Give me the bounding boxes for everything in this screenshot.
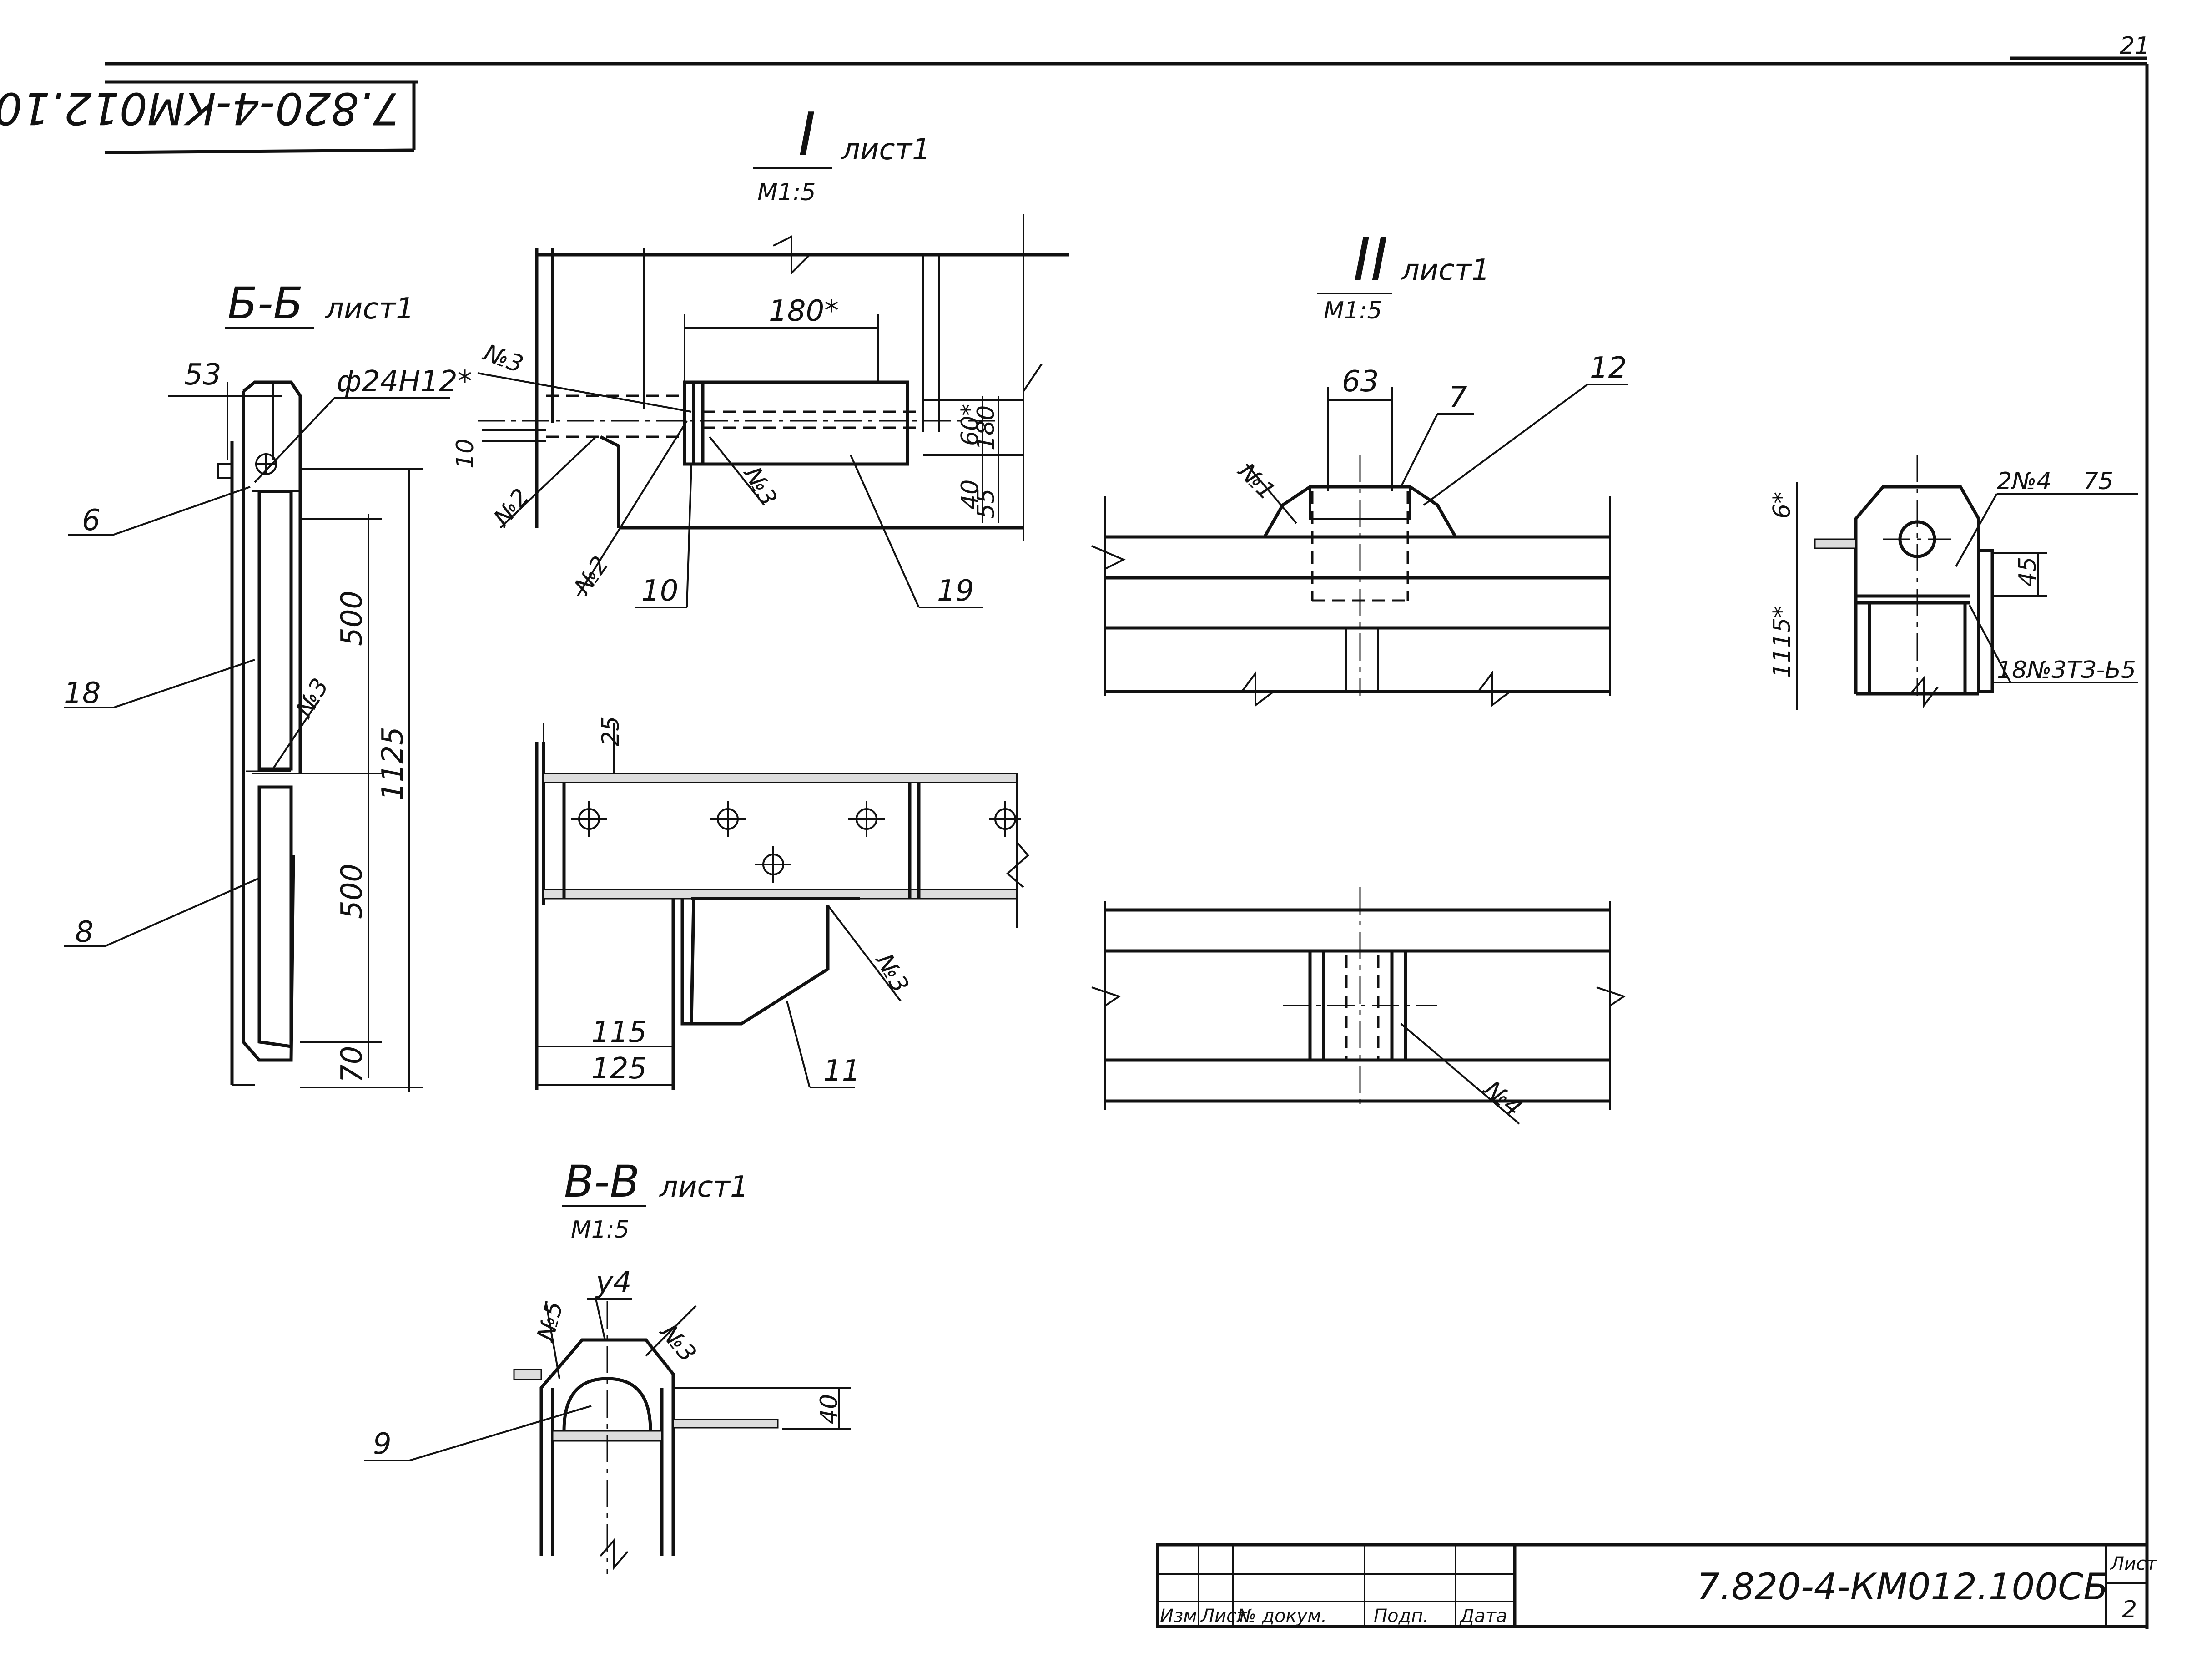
node-ii-sheet: лист1 bbox=[1400, 253, 1490, 287]
right-detail: 6* 1115* 2№4 75 45 18№3ТЗ-Ь5 bbox=[1769, 455, 2138, 710]
weld-n2-a: №2 bbox=[488, 484, 535, 533]
section-vv-title: В-В bbox=[564, 1156, 640, 1207]
section-bb-title: Б-Б bbox=[227, 278, 303, 329]
section-vv: В-В лист1 М1:5 у4 №5 №3 40 9 bbox=[364, 1156, 851, 1574]
node-ii: II лист1 М1:5 63 №1 7 12 bbox=[1091, 225, 1628, 707]
callout-18: 18 bbox=[64, 677, 101, 710]
dim-60-star: 60* bbox=[957, 404, 984, 446]
dim-63: 63 bbox=[1342, 365, 1379, 399]
dim-500-upper: 500 bbox=[335, 591, 369, 646]
sheet-frame: 21 bbox=[105, 32, 2150, 1629]
weld-n3: №3 bbox=[290, 674, 334, 723]
section-bb: Б-Б лист1 53 ф24Н12* 500 500 1 bbox=[64, 278, 472, 1092]
label-u4: у4 bbox=[595, 1266, 632, 1299]
dim-40: 40 bbox=[957, 480, 984, 510]
dim-1115-star: 1115* bbox=[1769, 606, 1796, 678]
rotated-stamp: 7.820-4-КМ012.101 bbox=[0, 80, 418, 154]
weld-n5: №5 bbox=[532, 1299, 569, 1345]
callout-11: 11 bbox=[823, 1054, 860, 1088]
tb-drawing-code: 7.820-4-КМ012.100СБ bbox=[1697, 1566, 2108, 1608]
dim-53: 53 bbox=[184, 358, 221, 392]
profile-75: 75 bbox=[2083, 468, 2113, 495]
dim-70: 70 bbox=[335, 1046, 369, 1083]
tb-header-date: Дата bbox=[1459, 1606, 1507, 1627]
tb-header-list: Лист bbox=[1200, 1606, 1248, 1627]
section-vv-scale: М1:5 bbox=[571, 1216, 630, 1243]
corner-mark: 21 bbox=[2120, 32, 2150, 60]
tb-header-doc: № докум. bbox=[1236, 1606, 1327, 1627]
tb-header-sign: Подп. bbox=[1374, 1606, 1429, 1627]
dim-500-lower: 500 bbox=[335, 864, 369, 919]
node-ii-roman: II bbox=[1353, 225, 1388, 294]
bolt-holes bbox=[571, 801, 1021, 883]
stamp-text: 7.820-4-КМ012.101 bbox=[0, 83, 400, 134]
weld-18n3: 18№3ТЗ-Ь5 bbox=[1997, 657, 2136, 684]
dim-40-vv: 40 bbox=[816, 1394, 843, 1424]
weld-n4: №4 bbox=[1478, 1075, 1527, 1122]
weld-n3-elev: №3 bbox=[870, 948, 914, 997]
dim-180-star: 180* bbox=[769, 294, 839, 328]
callout-7: 7 bbox=[1449, 381, 1467, 414]
title-block: Изм Лист № докум. Подп. Дата 7.820-4-КМ0… bbox=[1156, 1543, 2157, 1628]
callout-12: 12 bbox=[1590, 351, 1627, 385]
callout-6: 6 bbox=[82, 504, 101, 537]
weld-n3-top: №3 bbox=[479, 339, 527, 379]
node-ii-scale: М1:5 bbox=[1324, 297, 1382, 324]
dim-1125: 1125 bbox=[376, 727, 410, 801]
section-vv-sheet: лист1 bbox=[659, 1170, 749, 1204]
callout-8: 8 bbox=[75, 915, 94, 949]
node-i-roman: I bbox=[798, 100, 816, 169]
weld-n3-b: №3 bbox=[738, 461, 782, 510]
dim-115: 115 bbox=[591, 1016, 647, 1049]
dim-125: 125 bbox=[591, 1052, 647, 1086]
node-i-sheet: лист1 bbox=[841, 133, 931, 167]
elevation: 25 115 125 №3 11 bbox=[535, 716, 1029, 1090]
dim-180: 180 bbox=[972, 405, 1000, 450]
node-i: I лист1 М1:5 180* 10 bbox=[452, 100, 1069, 608]
weld-n2-b: №2 bbox=[569, 551, 615, 601]
dim-6-star: 6* bbox=[1769, 492, 1796, 519]
callout-9: 9 bbox=[373, 1427, 392, 1461]
weld-2n4: 2№4 bbox=[1997, 468, 2051, 495]
dim-45: 45 bbox=[2014, 557, 2041, 587]
weld-n1: №1 bbox=[1232, 457, 1280, 505]
tb-sheet-label: Лист bbox=[2110, 1553, 2157, 1574]
dim-hole-dia: ф24Н12* bbox=[337, 365, 472, 399]
tb-header-izm: Изм bbox=[1160, 1606, 1197, 1627]
plan-ii: №4 bbox=[1091, 887, 1626, 1125]
callout-10: 10 bbox=[641, 574, 678, 608]
dim-25: 25 bbox=[597, 716, 625, 746]
dim-10: 10 bbox=[452, 439, 479, 469]
tb-sheet-number: 2 bbox=[2122, 1596, 2137, 1623]
dim-55: 55 bbox=[972, 489, 1000, 519]
section-bb-sheet: лист1 bbox=[324, 292, 414, 326]
callout-19: 19 bbox=[937, 574, 974, 608]
node-i-scale: М1:5 bbox=[757, 179, 816, 206]
